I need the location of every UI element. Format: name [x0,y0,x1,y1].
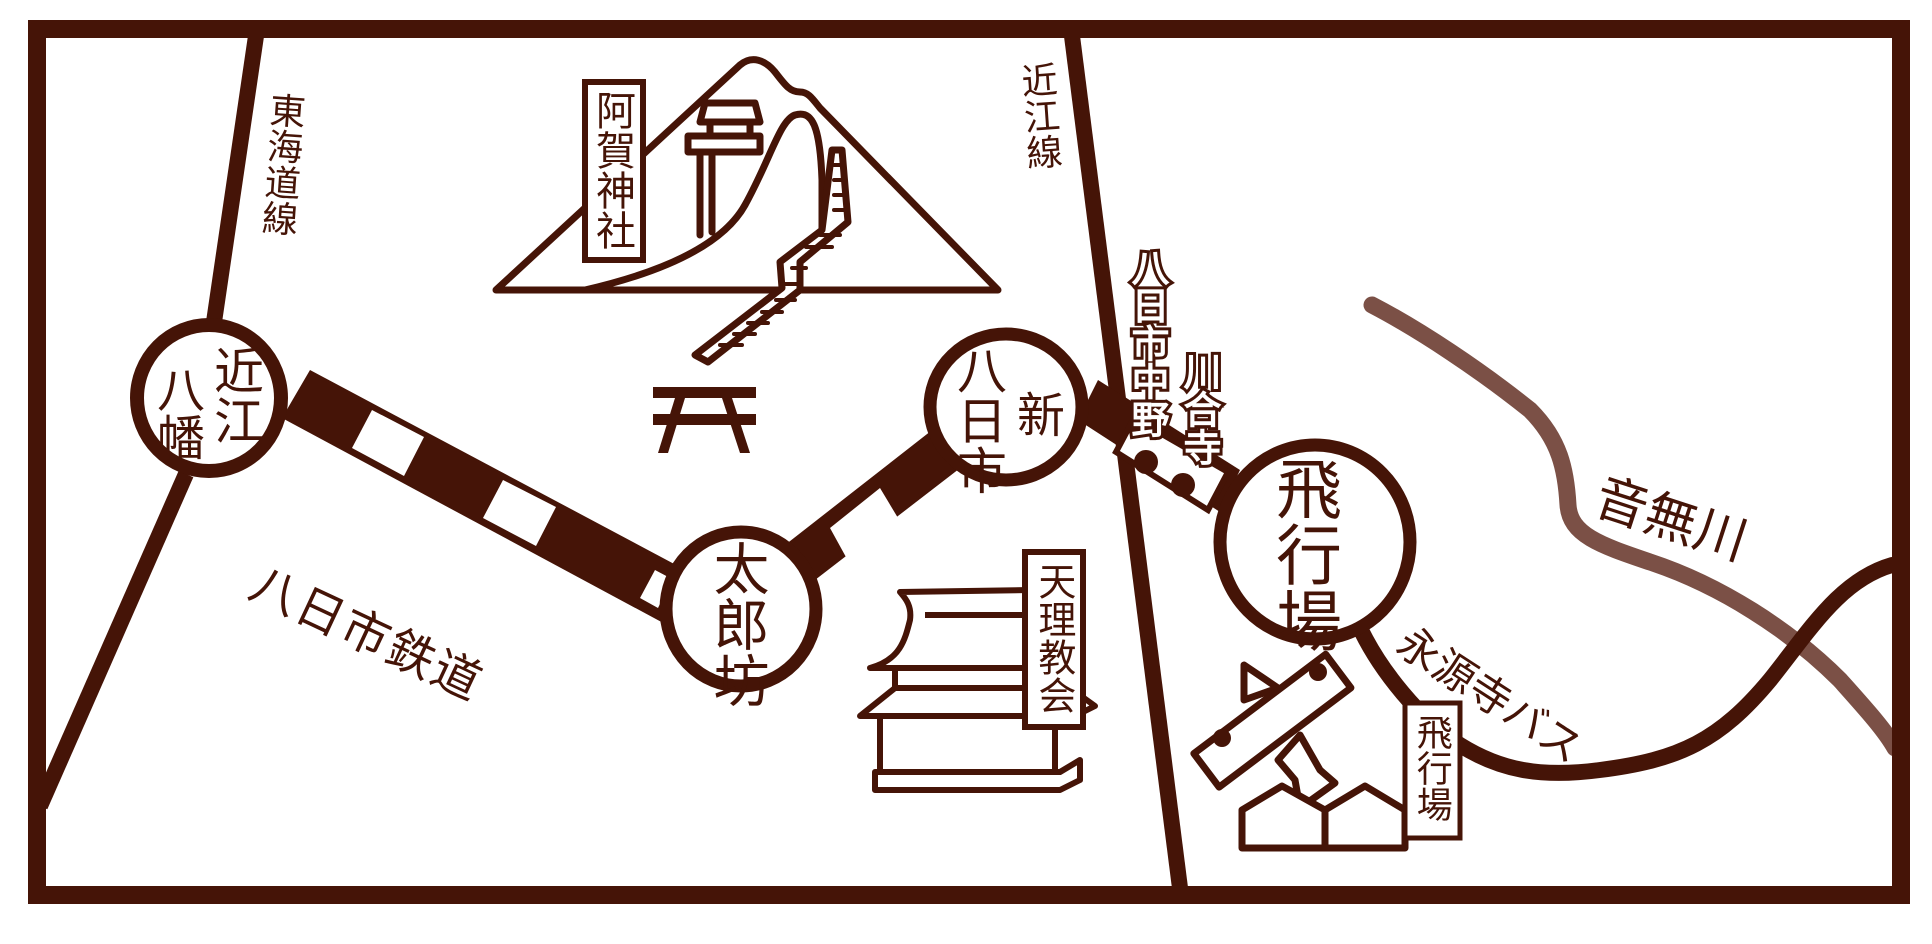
map-frame [28,20,1910,904]
station-omi-hachiman-label-col2[interactable]: 八幡 [148,365,204,461]
yokaichi-railway-east [1078,380,1240,515]
stairs-icon [691,146,852,366]
church-label-text: 天理教会 [1031,562,1076,714]
torii-gate-icon [653,387,756,453]
yokaichi-railway-west [282,370,708,632]
omi-line [1064,34,1188,890]
shrine-tower-icon [684,99,764,239]
station-kawaiji-label[interactable]: 川合寺 [1174,349,1224,469]
station-yokaichi-nakano-label[interactable]: 八日市中野 [1122,245,1172,441]
tokaido-line [206,34,264,324]
station-shin-yokaichi[interactable] [923,327,1089,487]
station-hikojo[interactable] [1213,438,1417,646]
station-shin-yokaichi-label-col1[interactable]: 新 [1008,390,1064,438]
station-tarobo-label[interactable]: 太郎坊 [704,540,769,708]
tokaido-line-south [32,470,194,810]
shrine-label-text: 阿賀神社 [589,90,635,250]
airplane-icon [1190,650,1355,812]
station-hikojo-label[interactable]: 飛行場 [1265,455,1342,653]
omi-line-label: 近江線 [1014,60,1063,172]
airfield-label [1402,700,1463,841]
station-tarobo[interactable] [659,525,823,693]
tokaido-line-label: 東海道線 [255,90,306,238]
yokaichi-nakano-stop-icon [1134,450,1158,474]
station-shin-yokaichi-label-col2[interactable]: 八日市 [949,345,1007,495]
shrine-label [582,79,646,263]
station-omi-hachiman-label-col1[interactable]: 近江 [206,345,264,445]
kawaiji-stop-icon [1171,473,1195,497]
church-label [1022,549,1086,730]
yokaichi-railway-middle [785,420,968,580]
airfield-label-text: 飛行場 [1410,714,1452,822]
otonashi-river [1363,296,1904,757]
station-omi-hachiman[interactable] [130,318,288,478]
